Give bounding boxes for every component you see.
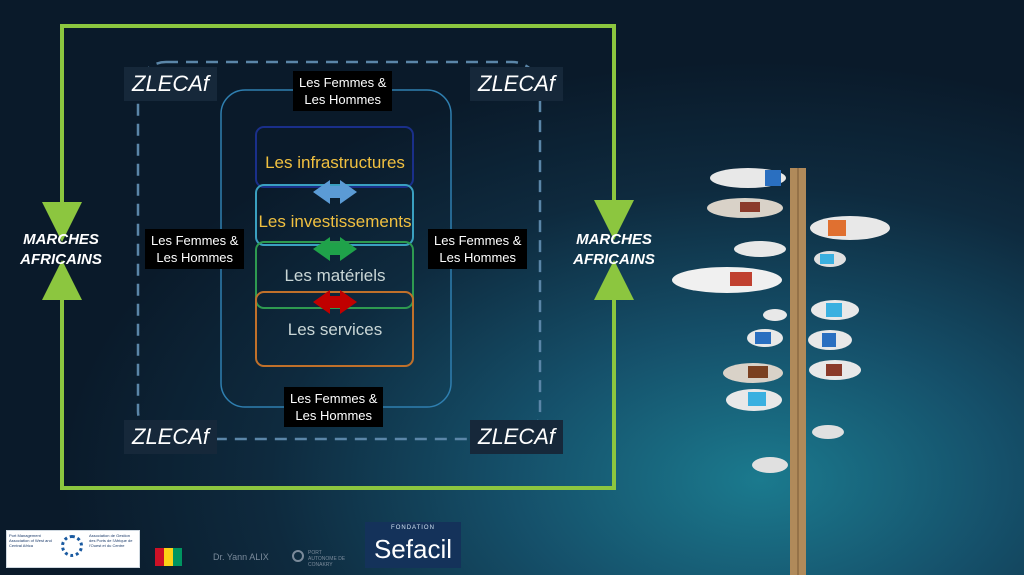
- anchor-icon: [292, 550, 304, 562]
- gear-icon: [61, 535, 83, 557]
- layer-investissements: Les investissements: [258, 212, 412, 231]
- layer-infrastructures: Les infrastructures: [265, 153, 405, 172]
- association-left-text: Port Management Association of West and …: [9, 533, 52, 548]
- zlecaf-top-right: ZLECAf: [470, 67, 564, 101]
- association-right-text: Association de Gestion des Ports de l'Af…: [89, 533, 133, 548]
- port-conakry-logo: PORT AUTONOME DE CONAKRY: [292, 548, 352, 568]
- layer-services: Les services: [287, 320, 383, 339]
- zlecaf-bottom-left: ZLECAf: [124, 420, 218, 454]
- port-name: PORT AUTONOME DE CONAKRY: [308, 550, 346, 568]
- double-arrow-green: [313, 237, 357, 261]
- sefacil-logo: FONDATION Sefacil: [365, 522, 461, 568]
- marches-africains-left: MARCHES AFRICAINS: [20, 231, 102, 268]
- dashed-frame: [136, 60, 542, 441]
- boats-right: [808, 216, 890, 439]
- gender-label-right: Les Femmes & Les Hommes: [428, 229, 528, 269]
- double-arrow-red: [313, 290, 357, 314]
- outer-frame-bottom: [60, 282, 616, 490]
- gender-label-top: Les Femmes & Les Hommes: [293, 71, 393, 111]
- author-name: Dr. Yann ALIX: [213, 552, 269, 562]
- boats-left: [672, 168, 788, 473]
- sefacil-fondation: FONDATION: [391, 525, 435, 531]
- marches-africains-right: MARCHES AFRICAINS: [573, 231, 655, 268]
- footer-association-logo: Port Management Association of West and …: [6, 530, 140, 568]
- sefacil-brand: Sefacil: [373, 534, 453, 564]
- outer-frame-top: [60, 24, 634, 240]
- double-arrow-blue: [313, 180, 357, 204]
- gender-label-left: Les Femmes & Les Hommes: [145, 229, 245, 269]
- guinea-flag-icon: [155, 548, 182, 566]
- zlecaf-top-left: ZLECAf: [124, 67, 218, 101]
- gender-label-bottom: Les Femmes & Les Hommes: [284, 387, 384, 427]
- box-services: [255, 291, 414, 367]
- zlecaf-bottom-right: ZLECAf: [470, 420, 564, 454]
- layer-materiels: Les matériels: [284, 266, 386, 285]
